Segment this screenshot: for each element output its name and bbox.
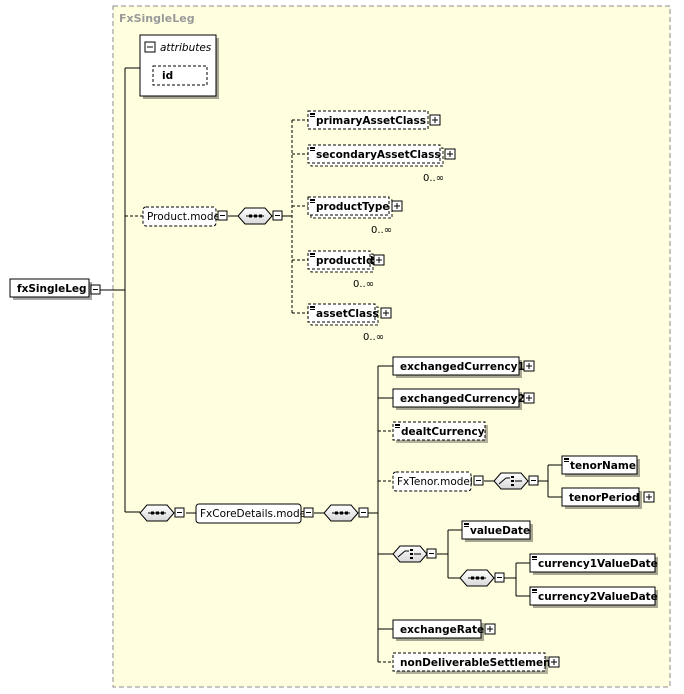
element-label: currency1ValueDate <box>538 558 658 570</box>
attribute-id-label: id <box>162 70 173 82</box>
type-name-label: FxSingleLeg <box>119 12 195 25</box>
element-label: currency2ValueDate <box>538 591 658 603</box>
occurrence-label: 0..∞ <box>353 279 374 290</box>
element-tenor-period[interactable] <box>561 487 640 507</box>
element-tenor-name[interactable] <box>561 455 638 475</box>
connectors <box>100 67 562 663</box>
product-model-group[interactable] <box>142 206 217 227</box>
core-children: exchangedCurrency1 exchangedCurrency2 de… <box>392 356 560 674</box>
element-primary-asset-class[interactable] <box>307 110 429 130</box>
element-label: secondaryAssetClass <box>316 149 441 161</box>
element-dealt-currency[interactable] <box>392 421 486 441</box>
occurrence-label: 0..∞ <box>363 332 384 343</box>
complex-type-panel <box>112 5 671 688</box>
element-currency-2-value-date[interactable] <box>529 586 656 606</box>
element-exchanged-currency-1[interactable] <box>392 356 520 376</box>
element-value-date[interactable] <box>461 520 531 540</box>
product-children: primaryAssetClass secondaryAssetClass 0.… <box>307 110 456 343</box>
occurrence-label: 0..∞ <box>423 173 444 184</box>
fx-tenor-model-label: FxTenor.model <box>397 476 473 488</box>
element-label: exchangedCurrency2 <box>400 393 525 405</box>
fx-core-details-label: FxCoreDetails.model <box>200 508 309 520</box>
attributes-label: attributes <box>160 42 212 54</box>
element-label: assetClass <box>316 308 379 320</box>
element-exchanged-currency-2[interactable] <box>392 388 520 408</box>
element-label: primaryAssetClass <box>316 115 426 127</box>
element-label: productType <box>316 201 390 213</box>
fx-core-details-model-group[interactable] <box>195 503 302 524</box>
fx-tenor-model-group[interactable] <box>392 471 472 492</box>
element-product-id[interactable] <box>307 250 371 270</box>
element-exchange-rate[interactable] <box>392 619 482 639</box>
element-secondary-asset-class[interactable] <box>307 144 441 164</box>
occurrence-label: 0..∞ <box>371 225 392 236</box>
element-label: exchangedCurrency1 <box>400 361 525 373</box>
element-currency-1-value-date[interactable] <box>529 553 656 573</box>
element-label: dealtCurrency <box>401 426 485 438</box>
element-label: tenorPeriod <box>569 492 639 504</box>
element-asset-class[interactable] <box>307 303 376 323</box>
root-element[interactable] <box>9 278 90 298</box>
attribute-id[interactable] <box>152 65 208 86</box>
root-element-label: fxSingleLeg <box>17 283 87 295</box>
product-model-label: Product.model <box>147 211 223 223</box>
element-label: exchangeRate <box>400 624 484 636</box>
element-product-type[interactable] <box>307 196 390 216</box>
element-label: valueDate <box>470 525 530 537</box>
element-label: productId <box>316 255 374 267</box>
element-label: tenorName <box>570 460 636 472</box>
element-label: nonDeliverableSettlement <box>400 657 556 669</box>
element-non-deliverable-settlement[interactable] <box>392 652 546 672</box>
